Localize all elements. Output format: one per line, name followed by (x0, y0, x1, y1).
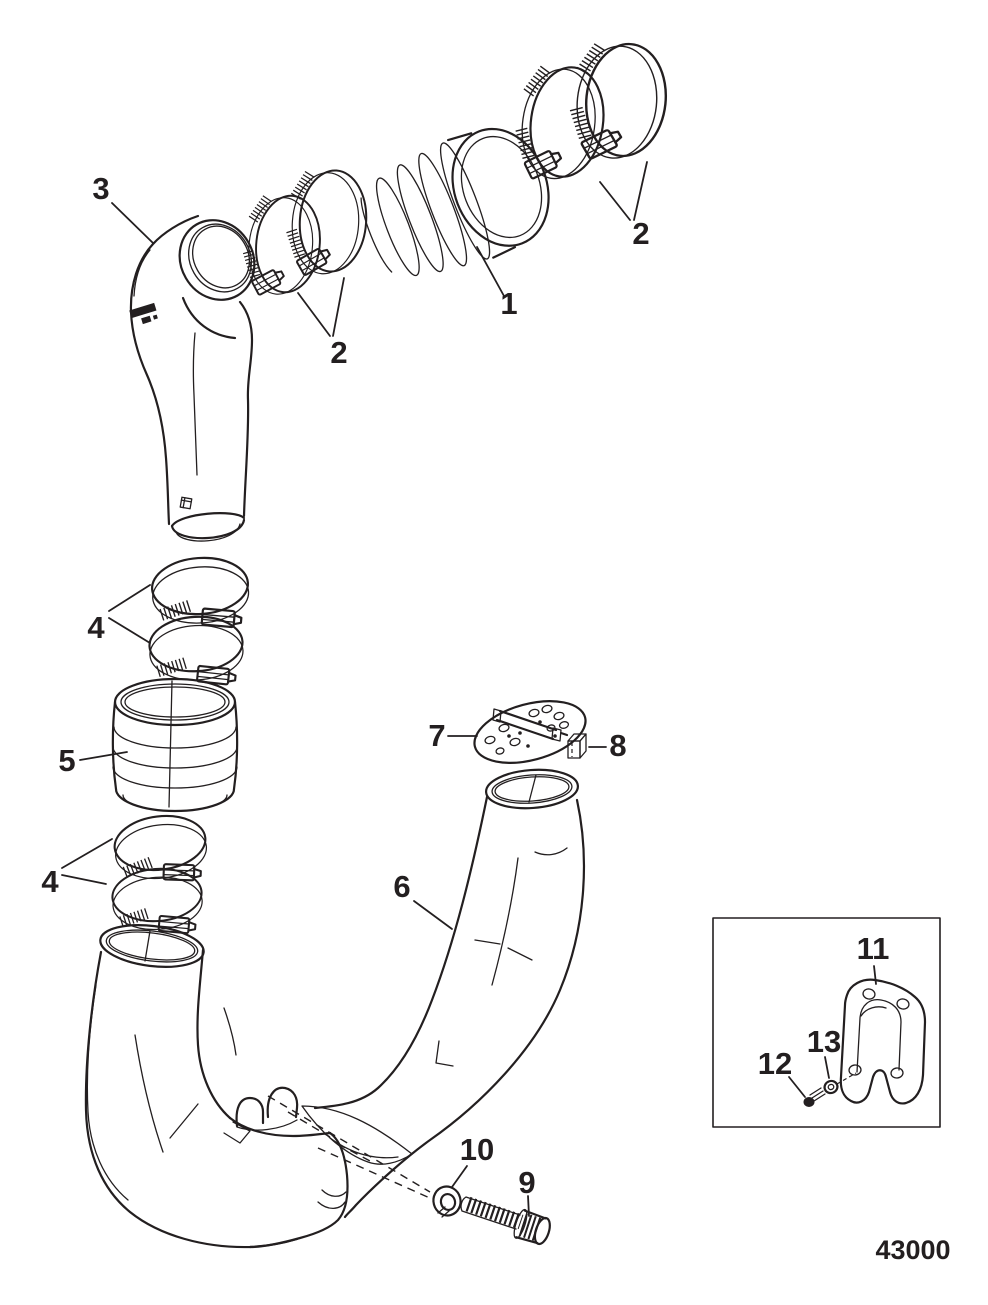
callout-11: 11 (857, 931, 890, 966)
part-8-block (567, 733, 587, 759)
callout-5: 5 (58, 743, 75, 778)
callouts: 3 2 1 2 4 5 4 6 7 8 9 10 11 12 13 (41, 161, 890, 1217)
callout-4-lower: 4 (41, 864, 59, 899)
inset-box (712, 917, 941, 1128)
part-5-bellows (111, 677, 239, 813)
part-4-clamps-upper (148, 555, 251, 690)
part-4-clamps-lower (111, 811, 211, 939)
part-6-exhaust-pipe (84, 768, 586, 1249)
callout-9: 9 (518, 1165, 535, 1200)
callout-4-upper: 4 (87, 610, 105, 645)
callout-1: 1 (500, 286, 517, 321)
part-1-exhaust-bellows (360, 127, 550, 277)
callout-3: 3 (92, 171, 109, 206)
callout-10: 10 (460, 1132, 494, 1167)
part-11-plate (839, 978, 927, 1105)
callout-7: 7 (428, 718, 445, 753)
callout-8: 8 (609, 728, 626, 763)
callout-6: 6 (393, 869, 410, 904)
plate-holes (484, 704, 570, 755)
part-12-screw (803, 1087, 826, 1107)
callout-2-left: 2 (330, 335, 347, 370)
part-7-plate (473, 700, 587, 764)
part-10-lock-washer (432, 1185, 462, 1218)
callout-12: 12 (758, 1046, 792, 1081)
part-9-bolt (460, 1196, 551, 1246)
assembly-centerline (267, 1095, 431, 1193)
drawing-number: 43000 (875, 1235, 950, 1265)
part-13-washer (823, 1079, 839, 1095)
callout-13: 13 (807, 1024, 841, 1059)
callout-2-right: 2 (632, 216, 649, 251)
part-2-clamps-left (239, 167, 370, 301)
part-3-exhaust-elbow (129, 214, 256, 542)
